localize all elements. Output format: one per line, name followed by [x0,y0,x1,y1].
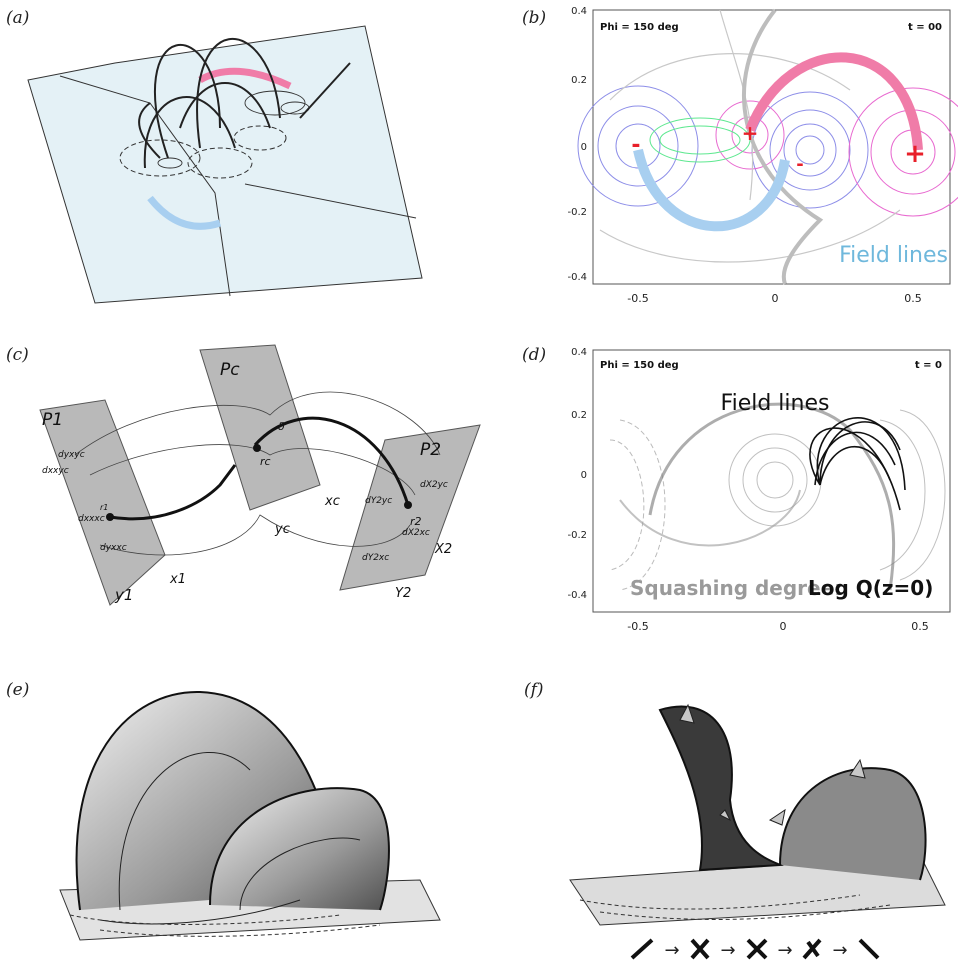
panel-b-label: (b) [522,8,547,28]
flux-rope-dome [779,767,927,881]
label-x1: x1 [169,572,186,587]
label-dx2xc: dX2xc [402,528,430,538]
panel-a-sketch [27,25,423,304]
point-r1 [106,513,114,521]
panel-d-label: (d) [522,345,547,365]
label-dy2yc: dY2yc [365,496,392,506]
panel-e-label: (e) [6,680,30,700]
photosphere-plane [27,25,423,304]
label-rc: rc [260,455,271,468]
label-xc: xc [324,494,340,509]
pink-ribbon [198,67,292,90]
label-pc: Pc [220,360,240,380]
reconnection-sequence [630,938,880,960]
field-lines-caption: Field lines [839,243,948,268]
plot-frame [592,349,951,613]
label-dxxxc: dxxxc [78,514,105,524]
y-tick-label: 0 [581,142,587,153]
y-tick-label: -0.2 [567,207,587,218]
x-tick-label: 0.5 [911,620,929,633]
label-X2: X2 [434,542,452,557]
time-text: t = 00 [908,22,942,33]
thick-gray-line [742,8,824,285]
squashing-caption-a: Squashing degree: [630,576,842,600]
label-delta: δ [278,420,285,433]
pil-line [59,75,231,297]
x-tick-label: 0 [780,620,787,633]
y-tick-label: 0.4 [571,347,587,358]
panel-f-label: (f) [524,680,544,700]
arrow-4: → [832,940,847,961]
y-tick-label: 0.2 [571,410,587,421]
field-line-loops [138,37,351,169]
panel-d-plot: 0.4 0.2 0 -0.2 -0.4 -0.5 0 0.5 Phi = 150… [567,347,951,633]
point-r2 [404,501,412,509]
label-yc: yc [274,522,290,537]
time-text: t = 0 [915,360,942,371]
arrow-1: → [664,940,679,961]
label-dxxyc: dxxyc [42,466,69,476]
label-dy2xc: dY2xc [362,553,389,563]
arrow-2: → [720,940,735,961]
label-r2: r2 [410,515,422,528]
motion-arrows [679,703,866,826]
y-tick-label: 0 [581,470,587,481]
y-tick-label: -0.2 [567,530,587,541]
label-Y2: Y2 [395,586,411,601]
field-lines-title: Field lines [721,391,830,416]
x-tick-label: 0 [772,292,779,305]
label-dyxyc: dyxyc [58,450,85,460]
contours-gray [599,9,901,263]
minus-sign-left: - [631,133,640,158]
label-dx2yc: dX2yc [420,480,448,490]
label-dyxxc: dyxxc [100,543,127,553]
x-tick-label: -0.5 [627,620,648,633]
label-r1: r1 [100,503,108,512]
minus-sign-center: - [796,154,803,175]
plus-sign-right: + [904,139,926,169]
y-tick-label: -0.4 [567,590,587,601]
point-rc [253,444,261,452]
plane-pc [199,344,321,511]
arrow-3: → [777,940,792,961]
phi-text: Phi = 150 deg [600,360,679,371]
label-p1: P1 [42,410,63,430]
panel-c-diagram: P1 Pc P2 r2 rc r1 δ dyxyc dxxyc dxxxc dy… [39,344,481,606]
blue-ribbon [633,148,790,232]
erupting-tongue [658,705,784,872]
label-y1: y1 [114,586,133,604]
panel-e-sketch [59,690,441,941]
panel-b-plot: 0.4 0.2 0 -0.2 -0.4 -0.5 0 0.5 - + - + P… [567,6,958,305]
phi-text: Phi = 150 deg [600,22,679,33]
x-tick-label: 0.5 [904,292,922,305]
panel-c-label: (c) [6,345,29,365]
y-tick-label: 0.4 [571,6,587,17]
small-dome [209,787,390,911]
pink-ribbon [745,52,923,151]
y-tick-label: 0.2 [571,75,587,86]
blue-ribbon [147,195,222,230]
plus-sign-center: + [742,121,759,145]
black-field-lines [809,417,906,511]
panel-f-sketch: → → → → [569,703,946,961]
y-tick-label: -0.4 [567,272,587,283]
label-p2: P2 [420,440,441,460]
panel-a-label: (a) [6,8,30,28]
main-field-line [109,416,410,521]
x-tick-label: -0.5 [627,292,648,305]
squashing-caption-b: Log Q(z=0) [808,576,933,600]
